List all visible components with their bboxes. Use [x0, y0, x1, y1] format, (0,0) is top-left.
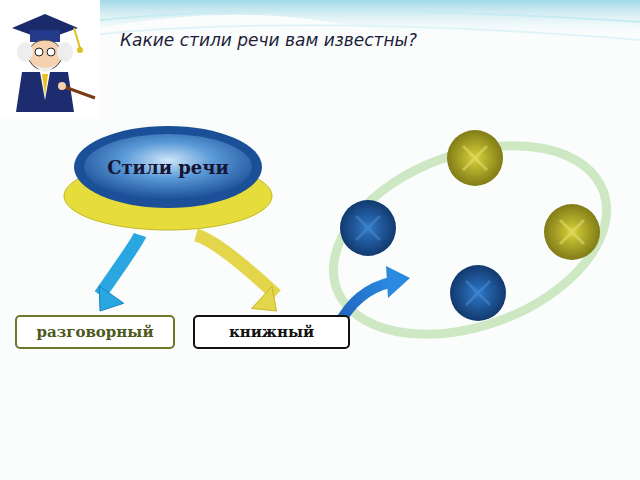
cycle-circles	[340, 130, 600, 321]
connector-arrow	[196, 235, 277, 311]
ellipse-face	[84, 134, 252, 200]
arrow-shaft	[196, 235, 277, 295]
ellipse-rim	[74, 126, 262, 208]
style-box: разговорный	[15, 315, 175, 349]
node-label: Стили речи	[107, 157, 229, 178]
style-ellipse: Стили речи	[73, 125, 263, 209]
professor-cartoon	[0, 0, 100, 118]
node-label: книжный	[229, 323, 314, 341]
arrow-head	[252, 286, 277, 311]
blue-arrowhead	[386, 266, 410, 298]
arrow-head	[99, 286, 124, 311]
slide-title: Какие стили речи вам известны?	[120, 30, 417, 50]
node-label: разговорный	[36, 323, 153, 341]
cycle-ring	[307, 111, 633, 370]
style-box: книжный	[193, 315, 350, 349]
arrow-shaft	[100, 235, 140, 295]
connector-arrow	[99, 235, 140, 311]
